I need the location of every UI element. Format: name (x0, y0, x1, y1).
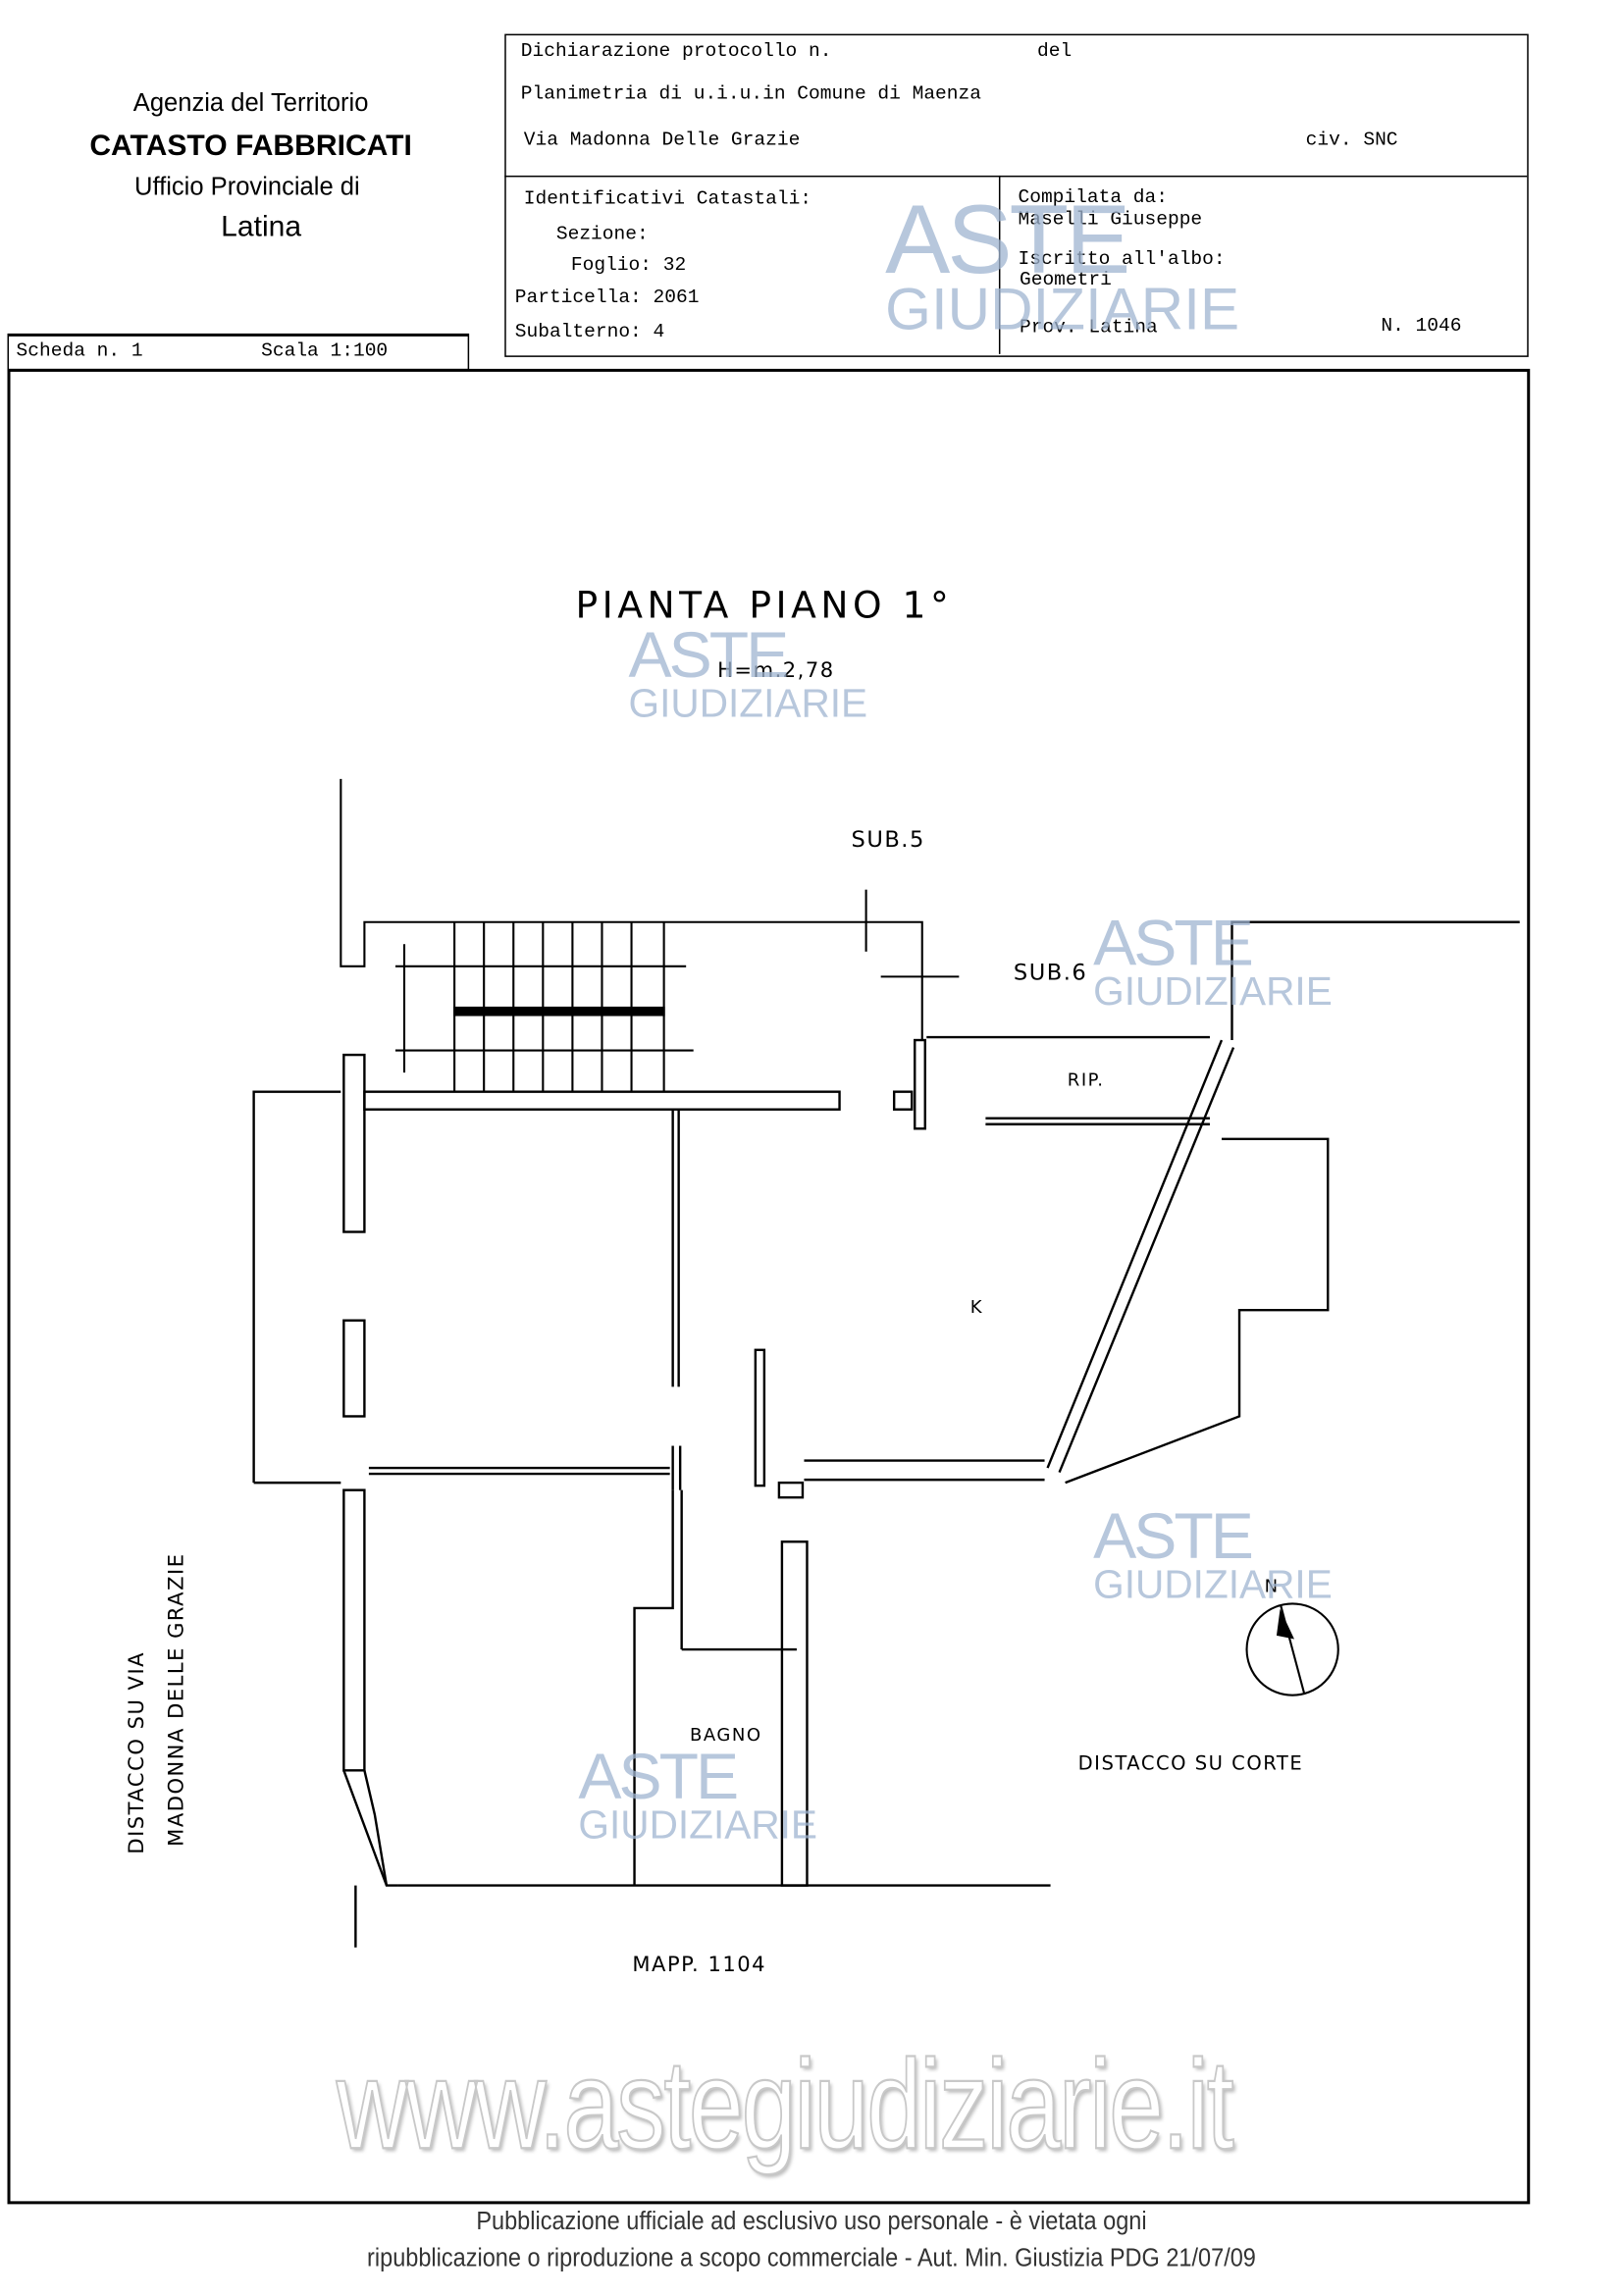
albo-label: Iscritto all'albo: (1018, 247, 1226, 271)
stair-enclosure (340, 778, 960, 1073)
agency-name: Agenzia del Territorio (132, 88, 369, 117)
label-sub6: SUB.6 (1013, 959, 1088, 986)
plan-title: PIANTA PIANO 1° (575, 583, 954, 627)
scheda-number: Scheda n. 1 (16, 339, 143, 362)
sezione: Sezione: (555, 223, 649, 245)
compilata-name: Maselli Giuseppe (1018, 208, 1203, 231)
header-box (504, 33, 1529, 357)
label-bagno: BAGNO (689, 1724, 762, 1746)
north-arrow-icon (1245, 1602, 1339, 1696)
particella: Particella: 2061 (514, 286, 700, 309)
scale: Scala 1:100 (261, 339, 389, 362)
civ-number: civ. SNC (1305, 128, 1398, 151)
ufficio-label: Ufficio Provinciale di (133, 172, 360, 201)
drawing-frame (7, 368, 1531, 2205)
albo-value: Geometri (1019, 268, 1112, 291)
stair-treads (453, 921, 665, 1092)
identificativi-title: Identificativi Catastali: (523, 186, 812, 210)
walls (252, 920, 1520, 1948)
province: Prov. Latina (1019, 315, 1158, 339)
catasto-title: CATASTO FABBRICATI (89, 130, 412, 163)
label-sub5: SUB.5 (851, 826, 925, 854)
foglio: Foglio: 32 (570, 253, 687, 277)
label-distacco-via-1: DISTACCO SU VIA (125, 1650, 149, 1854)
planimetria-label: Planimetria di u.i.u.in Comune di Maenza (520, 82, 981, 105)
plan-height: H=m.2,78 (717, 659, 835, 684)
north-label: N (1264, 1575, 1280, 1596)
header-divider (504, 175, 1528, 178)
compilata-title: Compilata da: (1018, 185, 1168, 209)
watermark-website: www.astegiudiziarie.it (336, 2033, 1235, 2177)
label-mapp: MAPP. 1104 (632, 1953, 767, 1977)
label-distacco-corte: DISTACCO SU CORTE (1077, 1753, 1304, 1776)
del-label: del (1037, 39, 1073, 63)
registration-number: N. 1046 (1381, 314, 1462, 337)
footer-line-2: ripubblicazione o riproduzione a scopo c… (367, 2243, 1256, 2272)
protocol-label: Dichiarazione protocollo n. (520, 39, 832, 63)
label-kitchen: K (969, 1296, 984, 1318)
address: Via Madonna Delle Grazie (523, 128, 801, 151)
subalterno: Subalterno: 4 (514, 320, 665, 342)
label-rip: RIP. (1067, 1070, 1105, 1091)
footer-line-1: Pubblicazione ufficiale ad esclusivo uso… (476, 2207, 1147, 2235)
label-distacco-via-2: MADONNA DELLE GRAZIE (165, 1552, 189, 1847)
city-name: Latina (221, 211, 302, 244)
header-vertical-divider (998, 175, 1001, 354)
